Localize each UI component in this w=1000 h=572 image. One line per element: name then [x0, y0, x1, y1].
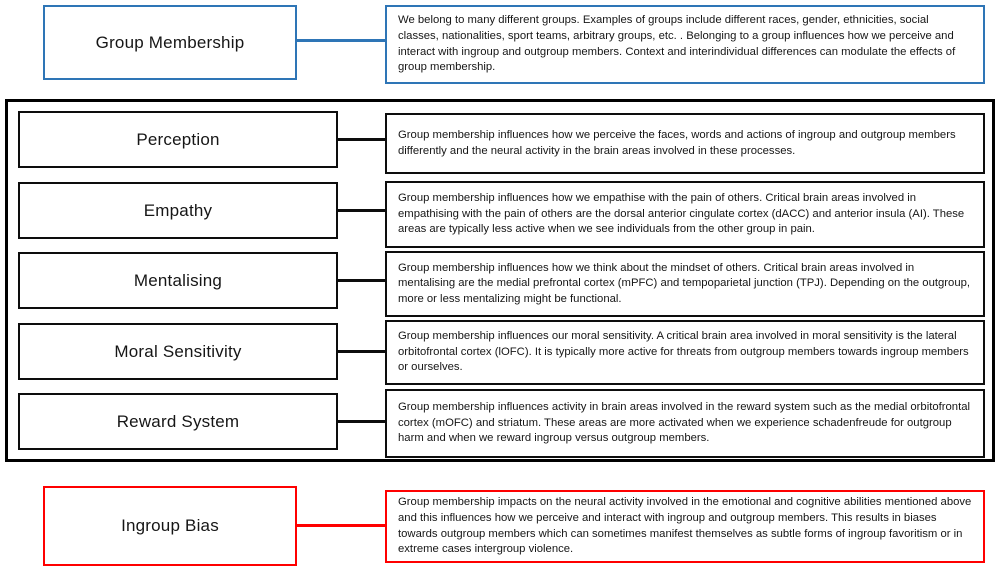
mentalising-box: Mentalising — [18, 252, 338, 309]
perception-description: Group membership influences how we perce… — [398, 128, 956, 157]
ingroup-bias-box: Ingroup Bias — [43, 486, 297, 566]
perception-box: Perception — [18, 111, 338, 168]
ingroup-bias-label: Ingroup Bias — [121, 516, 219, 535]
reward-system-description: Group membership influences activity in … — [398, 401, 971, 445]
reward-system-connector-line — [337, 420, 385, 423]
ingroup-bias-description: Group membership impacts on the neural a… — [398, 496, 972, 556]
group-membership-connector-line — [295, 39, 387, 42]
empathy-label: Empathy — [143, 200, 213, 220]
empathy-description: Group membership influences how we empat… — [398, 192, 965, 236]
moral-sensitivity-description-box: Group membership influences our moral se… — [385, 320, 985, 385]
perception-connector-line — [337, 138, 385, 141]
moral-sensitivity-connector-line — [337, 350, 385, 353]
reward-system-label: Reward System — [116, 411, 240, 431]
ingroup-bias-description-box: Group membership impacts on the neural a… — [385, 490, 985, 563]
ingroup-bias-connector-line — [295, 524, 387, 527]
reward-system-box: Reward System — [18, 393, 338, 450]
group-membership-description: We belong to many different groups. Exam… — [398, 14, 956, 74]
moral-sensitivity-box: Moral Sensitivity — [18, 323, 338, 380]
mentalising-label: Mentalising — [133, 270, 223, 290]
mentalising-description-box: Group membership influences how we think… — [385, 251, 985, 317]
mentalising-description: Group membership influences how we think… — [398, 261, 971, 305]
perception-label: Perception — [136, 129, 220, 149]
group-membership-description-box: We belong to many different groups. Exam… — [385, 5, 985, 84]
reward-system-description-box: Group membership influences activity in … — [385, 389, 985, 458]
mentalising-connector-line — [337, 279, 385, 282]
group-membership-box: Group Membership — [43, 5, 297, 80]
empathy-box: Empathy — [18, 182, 338, 239]
moral-sensitivity-label: Moral Sensitivity — [114, 341, 242, 361]
group-membership-label: Group Membership — [95, 32, 245, 52]
empathy-connector-line — [337, 209, 385, 212]
moral-sensitivity-description: Group membership influences our moral se… — [398, 330, 969, 374]
perception-description-box: Group membership influences how we perce… — [385, 113, 985, 174]
empathy-description-box: Group membership influences how we empat… — [385, 181, 985, 248]
